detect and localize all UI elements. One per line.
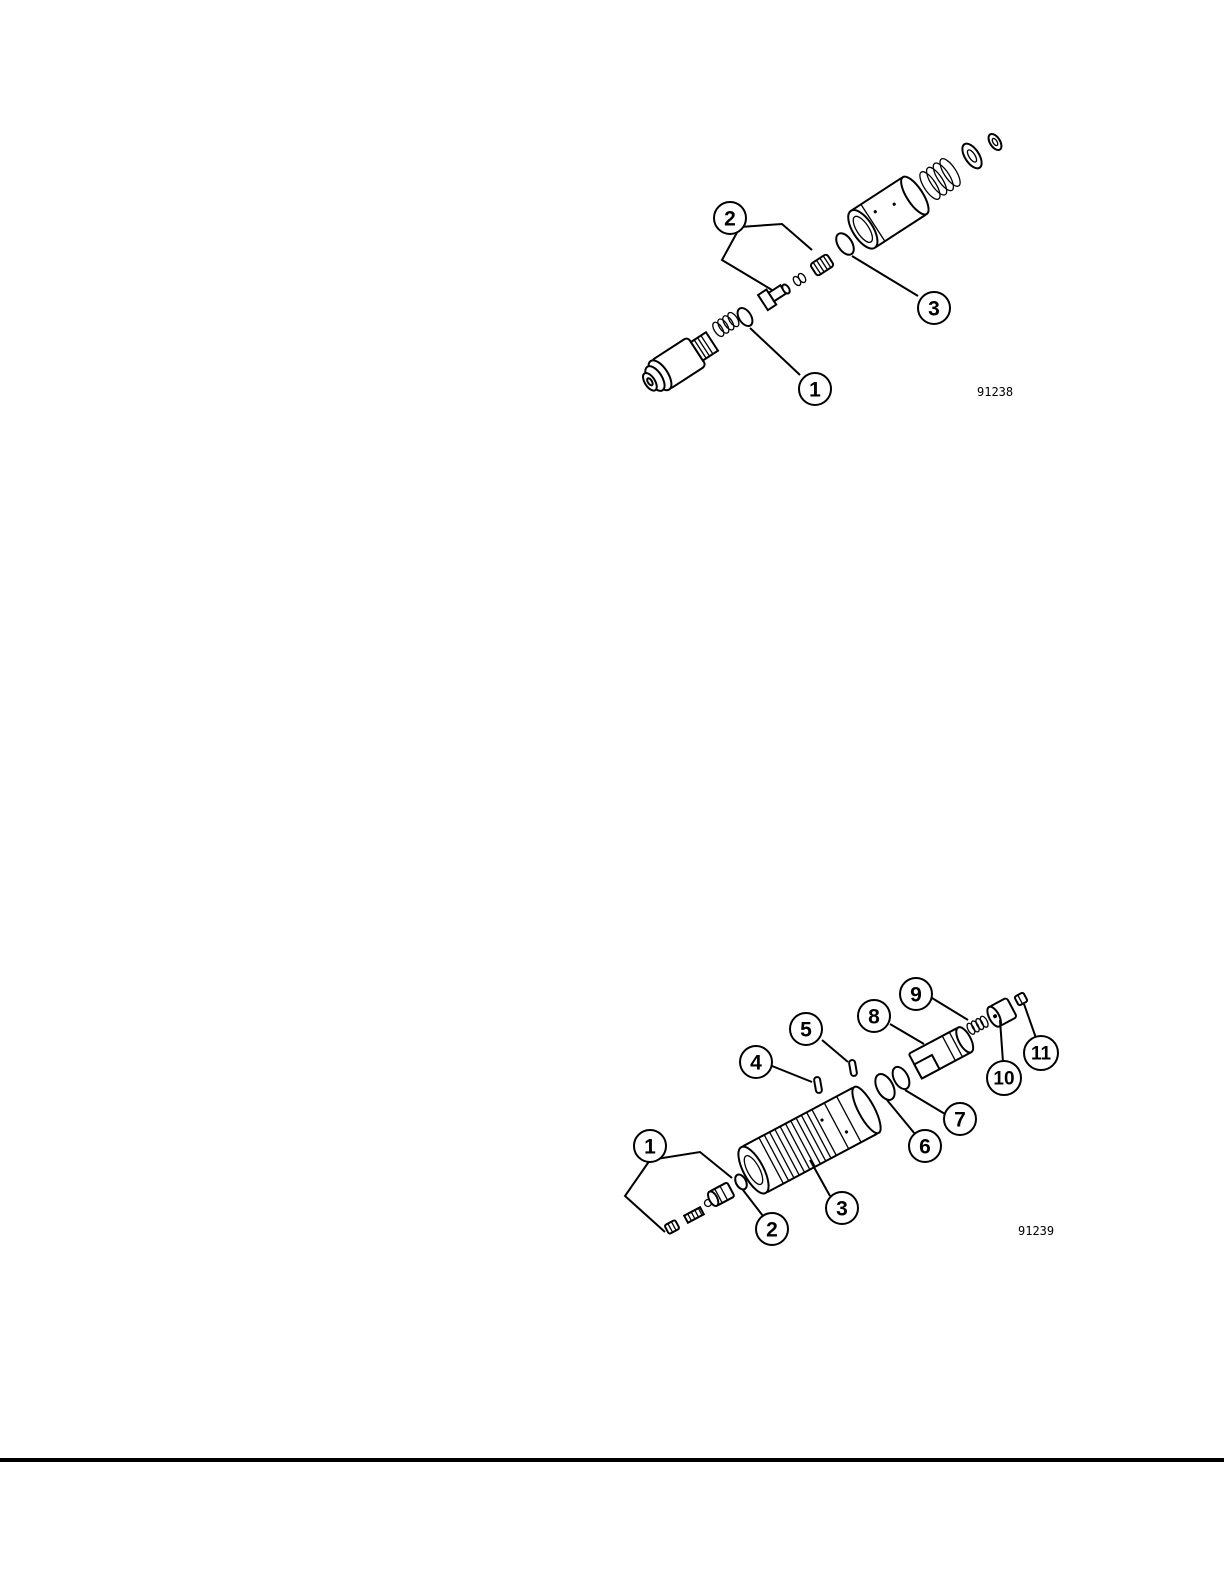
callout-7: 7 bbox=[944, 1103, 976, 1135]
callout-3: 3 bbox=[918, 292, 950, 324]
leader-line bbox=[822, 1040, 848, 1062]
svg-text:11: 11 bbox=[1031, 1044, 1052, 1065]
o-ring-part bbox=[735, 305, 756, 328]
callout-11: 11 bbox=[1024, 1036, 1058, 1070]
housing-part bbox=[732, 1083, 885, 1197]
pin-part bbox=[849, 1060, 858, 1077]
leader-line bbox=[772, 1066, 812, 1082]
o-ring-part bbox=[871, 1071, 898, 1103]
svg-text:2: 2 bbox=[766, 1219, 778, 1242]
leader-line bbox=[810, 1160, 830, 1196]
svg-text:1: 1 bbox=[644, 1136, 656, 1159]
callout-8: 8 bbox=[858, 1000, 890, 1032]
leader-line bbox=[743, 1190, 763, 1216]
svg-text:8: 8 bbox=[868, 1006, 880, 1029]
callout-5: 5 bbox=[790, 1013, 822, 1045]
figure-id-label: 91239 bbox=[1018, 1224, 1054, 1238]
spring-part bbox=[711, 311, 742, 339]
leader-line bbox=[905, 1090, 945, 1114]
callout-9: 9 bbox=[900, 978, 932, 1010]
leader-line bbox=[1024, 1004, 1036, 1038]
callout-1: 1 bbox=[634, 1130, 666, 1162]
svg-text:5: 5 bbox=[800, 1019, 812, 1042]
pin-part bbox=[814, 1077, 823, 1094]
nut-part bbox=[1014, 992, 1028, 1006]
ball-part bbox=[797, 272, 807, 284]
svg-text:2: 2 bbox=[724, 208, 736, 231]
figure-id-label: 91238 bbox=[977, 385, 1013, 399]
leader-line bbox=[890, 1024, 924, 1044]
leader-line bbox=[750, 328, 800, 375]
callout-3: 3 bbox=[826, 1192, 858, 1224]
page-footer-rule bbox=[0, 1458, 1224, 1462]
leader-line bbox=[932, 998, 968, 1020]
svg-text:3: 3 bbox=[836, 1198, 848, 1221]
spring-part bbox=[965, 1015, 989, 1035]
callout-4: 4 bbox=[740, 1046, 772, 1078]
sleeve-part bbox=[842, 173, 933, 253]
callout-2: 2 bbox=[714, 202, 746, 234]
svg-text:4: 4 bbox=[750, 1052, 762, 1075]
exploded-view-bottom: 1 2 3 4 5 6 7 8 9 10 11 91239 bbox=[0, 960, 1224, 1280]
svg-text:6: 6 bbox=[919, 1136, 931, 1159]
callout-10: 10 bbox=[987, 1061, 1021, 1095]
o-ring-part bbox=[889, 1064, 913, 1092]
svg-text:7: 7 bbox=[954, 1109, 966, 1132]
svg-text:3: 3 bbox=[928, 298, 940, 321]
callout-6: 6 bbox=[909, 1130, 941, 1162]
valve-body-part bbox=[706, 1182, 735, 1207]
svg-text:1: 1 bbox=[809, 379, 821, 402]
leader-line bbox=[852, 256, 918, 296]
exploded-view-top: 1 2 3 91238 bbox=[0, 0, 1224, 760]
leader-line bbox=[887, 1100, 915, 1134]
washer-part bbox=[986, 132, 1004, 153]
plug-part bbox=[664, 1220, 679, 1234]
svg-text:9: 9 bbox=[910, 984, 922, 1007]
end-plug-part bbox=[636, 327, 721, 399]
callout-2: 2 bbox=[756, 1213, 788, 1245]
spring-part bbox=[684, 1207, 704, 1223]
retainer-part bbox=[959, 140, 986, 171]
spool-part bbox=[909, 1025, 977, 1079]
callout-1: 1 bbox=[799, 373, 831, 405]
svg-text:10: 10 bbox=[993, 1069, 1014, 1090]
spring-part bbox=[810, 254, 834, 277]
